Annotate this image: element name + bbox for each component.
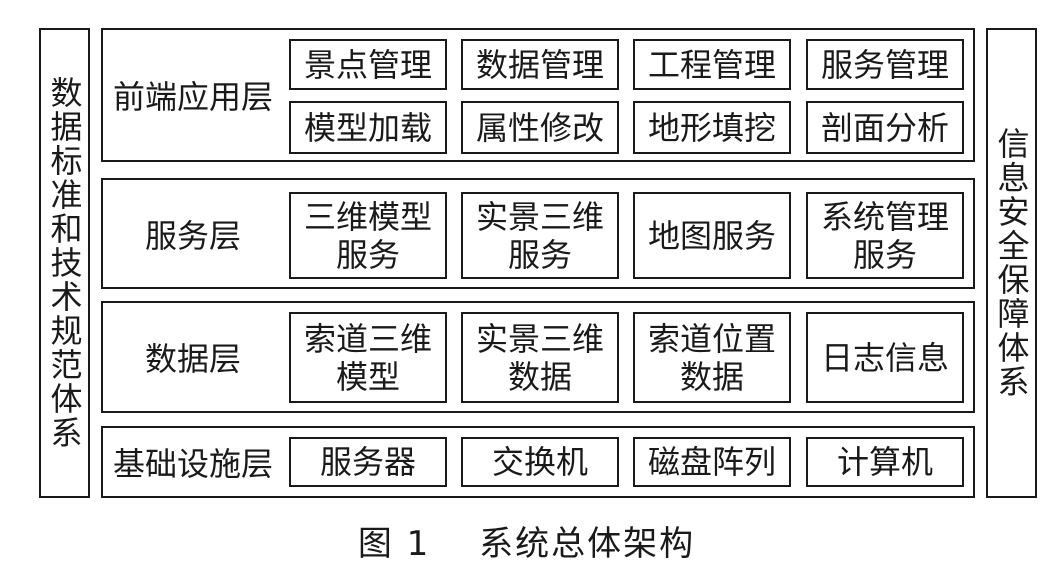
right-sidebar-label: 信息安全保障体系 — [992, 127, 1031, 399]
layer-data: 数据层 索道三维 模型 实景三维 数据 索道位置 数据 日志信息 — [101, 301, 975, 413]
layer-service-label: 服务层 — [144, 216, 241, 255]
cell-3d-model-service: 三维模型 服务 — [289, 192, 447, 279]
cell-log-info: 日志信息 — [806, 312, 964, 403]
cell-data-management: 数据管理 — [461, 39, 619, 90]
cell-section-analysis: 剖面分析 — [806, 101, 964, 154]
figure-caption: 图 1 系统总体架构 — [357, 523, 696, 564]
right-sidebar-security: 信息安全保障体系 — [986, 28, 1037, 498]
left-sidebar-label: 数据标准和技术规范体系 — [45, 76, 84, 450]
cell-model-loading: 模型加载 — [289, 101, 447, 154]
cell-cableway-position-data: 索道位置 数据 — [633, 312, 791, 403]
layer-frontend: 前端应用层 景点管理 数据管理 工程管理 服务管理 模型加载 属性修改 地形填挖… — [101, 28, 975, 162]
cell-switch: 交换机 — [461, 437, 619, 487]
cell-map-service: 地图服务 — [633, 192, 791, 279]
layer-infrastructure-label: 基础设施层 — [112, 445, 273, 483]
layer-frontend-label: 前端应用层 — [112, 78, 273, 116]
cell-reality-3d-data: 实景三维 数据 — [461, 312, 619, 403]
layer-service: 服务层 三维模型 服务 实景三维 服务 地图服务 系统管理 服务 — [101, 178, 975, 289]
cell-service-management: 服务管理 — [806, 39, 964, 90]
cell-reality-3d-service: 实景三维 服务 — [461, 192, 619, 279]
cell-cableway-3d-model: 索道三维 模型 — [289, 312, 447, 403]
cell-server: 服务器 — [289, 437, 447, 487]
cell-scenic-management: 景点管理 — [289, 39, 447, 90]
cell-disk-array: 磁盘阵列 — [633, 437, 791, 487]
left-sidebar-standards: 数据标准和技术规范体系 — [39, 28, 90, 498]
cell-computer: 计算机 — [806, 437, 964, 487]
layer-infrastructure: 基础设施层 服务器 交换机 磁盘阵列 计算机 — [101, 426, 975, 498]
layer-data-label: 数据层 — [144, 340, 241, 378]
cell-terrain-cut-fill: 地形填挖 — [633, 101, 791, 154]
cell-project-management: 工程管理 — [633, 39, 791, 90]
cell-attribute-edit: 属性修改 — [461, 101, 619, 154]
cell-system-management-service: 系统管理 服务 — [806, 192, 964, 279]
